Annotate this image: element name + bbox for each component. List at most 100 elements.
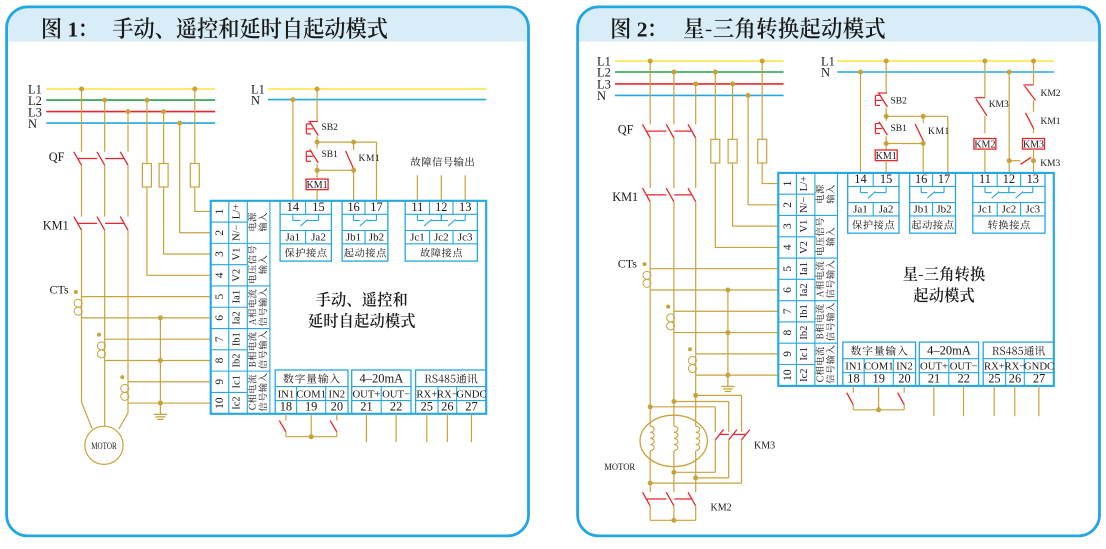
- svg-text:V1: V1: [799, 220, 810, 233]
- svg-text:KM1: KM1: [1041, 117, 1061, 127]
- svg-text:MOTOR: MOTOR: [604, 463, 636, 473]
- svg-text:L/+: L/+: [799, 176, 810, 191]
- svg-text:Jb1: Jb1: [346, 231, 361, 243]
- svg-text:Ja1: Ja1: [286, 231, 301, 243]
- svg-text:N: N: [597, 89, 606, 103]
- svg-text:12: 12: [435, 200, 447, 214]
- svg-text:15: 15: [880, 172, 892, 186]
- svg-text:L3: L3: [597, 78, 611, 92]
- svg-text:L1: L1: [597, 55, 611, 69]
- svg-text:19: 19: [873, 372, 885, 386]
- svg-text:L3: L3: [28, 105, 42, 119]
- svg-text:8: 8: [782, 329, 794, 335]
- svg-text:IN1: IN1: [278, 388, 295, 400]
- svg-text:N: N: [28, 117, 37, 131]
- svg-text:N/−: N/−: [799, 197, 810, 214]
- svg-text:7: 7: [782, 308, 794, 314]
- svg-text:4–20mA: 4–20mA: [927, 344, 971, 358]
- svg-text:9: 9: [214, 379, 226, 385]
- svg-text:L1: L1: [28, 83, 42, 97]
- svg-text:Ic2: Ic2: [232, 396, 243, 409]
- svg-text:Jc2: Jc2: [434, 231, 449, 243]
- svg-text:17: 17: [938, 172, 950, 186]
- svg-text:Jc2: Jc2: [1002, 204, 1017, 216]
- svg-text:Ic2: Ic2: [799, 368, 810, 381]
- svg-text:KM2: KM2: [974, 139, 995, 150]
- svg-text:GNDC: GNDC: [456, 388, 486, 400]
- svg-text:20: 20: [331, 399, 343, 413]
- svg-text:GNDC: GNDC: [1024, 361, 1054, 373]
- svg-text:IN2: IN2: [896, 361, 913, 373]
- svg-text:Ja2: Ja2: [879, 204, 894, 216]
- svg-text:Jb2: Jb2: [936, 204, 951, 216]
- svg-text:IN1: IN1: [845, 361, 862, 373]
- svg-text:CTs: CTs: [50, 283, 69, 297]
- svg-text:MOTOR: MOTOR: [91, 442, 117, 452]
- svg-text:8: 8: [214, 357, 226, 363]
- svg-text:2: 2: [214, 230, 226, 236]
- svg-text:SB2: SB2: [322, 123, 339, 133]
- svg-text:4–20mA: 4–20mA: [359, 372, 403, 386]
- svg-text:5: 5: [782, 266, 794, 272]
- svg-text:Jc3: Jc3: [458, 231, 473, 243]
- svg-text:KM2: KM2: [1041, 89, 1061, 99]
- svg-text:KM3: KM3: [754, 441, 775, 452]
- svg-text:KM1: KM1: [307, 180, 328, 191]
- svg-text:16: 16: [347, 200, 359, 214]
- svg-text:V1: V1: [232, 248, 243, 261]
- svg-text:KM3: KM3: [989, 100, 1009, 110]
- svg-text:27: 27: [465, 399, 477, 413]
- svg-text:22: 22: [958, 372, 970, 386]
- svg-text:KM3: KM3: [1040, 159, 1060, 169]
- svg-text:25: 25: [421, 399, 433, 413]
- svg-text:22: 22: [390, 399, 402, 413]
- svg-text:V2: V2: [232, 269, 243, 282]
- svg-text:KM2: KM2: [711, 503, 732, 514]
- svg-text:COM1: COM1: [864, 361, 894, 373]
- svg-text:11: 11: [411, 200, 423, 214]
- svg-text:1: 1: [782, 180, 794, 186]
- svg-text:10: 10: [782, 369, 794, 381]
- svg-text:14: 14: [854, 172, 866, 186]
- svg-text:2: 2: [637, 18, 648, 42]
- svg-text:Ic1: Ic1: [232, 375, 243, 388]
- svg-text:Ia2: Ia2: [799, 283, 810, 296]
- svg-text:4: 4: [782, 244, 794, 250]
- svg-text:Ib1: Ib1: [232, 332, 243, 346]
- svg-text:13: 13: [1027, 172, 1039, 186]
- svg-text:L2: L2: [597, 66, 611, 80]
- svg-text:N/−: N/−: [232, 224, 243, 241]
- svg-text:L1: L1: [821, 55, 835, 69]
- svg-text:OUT−: OUT−: [950, 361, 978, 373]
- svg-text:Ia2: Ia2: [232, 311, 243, 324]
- svg-text:Jc1: Jc1: [978, 204, 993, 216]
- svg-text:V2: V2: [799, 241, 810, 254]
- svg-text:L1: L1: [251, 83, 265, 97]
- svg-text:4: 4: [214, 272, 226, 278]
- svg-text:RX−: RX−: [437, 388, 458, 400]
- svg-text:27: 27: [1033, 372, 1045, 386]
- svg-text:21: 21: [360, 399, 372, 413]
- svg-text:KM1: KM1: [612, 190, 638, 204]
- svg-text:Ib2: Ib2: [799, 326, 810, 340]
- svg-text:SB1: SB1: [891, 124, 908, 134]
- svg-text:12: 12: [1003, 172, 1015, 186]
- svg-text:KM1: KM1: [359, 154, 381, 164]
- svg-text:Jb2: Jb2: [369, 231, 384, 243]
- svg-text:Ia1: Ia1: [232, 290, 243, 303]
- svg-text:KM1: KM1: [876, 151, 897, 162]
- svg-text:14: 14: [287, 200, 299, 214]
- svg-text:OUT−: OUT−: [382, 388, 410, 400]
- svg-text:RX+: RX+: [416, 388, 437, 400]
- svg-text:6: 6: [214, 315, 226, 321]
- svg-text:SB1: SB1: [322, 150, 339, 160]
- svg-text:IN2: IN2: [329, 388, 346, 400]
- svg-text:15: 15: [312, 200, 324, 214]
- svg-text:RX−: RX−: [1005, 361, 1026, 373]
- svg-text:OUT+: OUT+: [352, 388, 380, 400]
- svg-text:18: 18: [280, 399, 292, 413]
- svg-text:9: 9: [782, 351, 794, 357]
- svg-text:N: N: [821, 66, 830, 80]
- svg-text:Jb1: Jb1: [914, 204, 929, 216]
- svg-text:3: 3: [214, 251, 226, 257]
